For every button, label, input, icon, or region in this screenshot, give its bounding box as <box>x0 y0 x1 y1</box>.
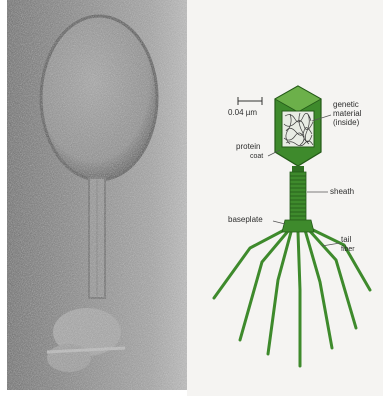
tail-label: tail <box>341 236 351 244</box>
protein-label: protein <box>236 143 260 151</box>
baseplate <box>282 220 314 232</box>
tail-sheath <box>290 172 306 220</box>
genetic-label-line3: (inside) <box>333 119 359 127</box>
capsid-head <box>275 86 321 166</box>
scale-bar-label: 0.04 µm <box>228 109 257 117</box>
scale-bar <box>238 97 262 105</box>
coat-label: coat <box>250 153 263 160</box>
genetic-label-line2: material <box>333 110 361 118</box>
baseplate-label: baseplate <box>228 216 263 224</box>
sheath-label: sheath <box>330 188 354 196</box>
fiber-label: fiber <box>341 246 355 253</box>
genetic-label-line1: genetic <box>333 101 359 109</box>
